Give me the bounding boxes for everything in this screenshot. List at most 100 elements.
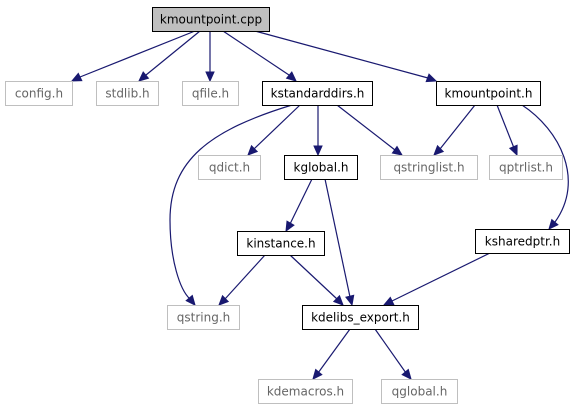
- arrowhead: [508, 144, 518, 157]
- node-box: [182, 81, 239, 106]
- edge-kmountpoint_h-to-qstringlist_h: [433, 104, 476, 156]
- arrowhead: [70, 72, 83, 82]
- edge-kdelibs_export_h-to-qglobal_h: [374, 328, 412, 380]
- node-qstringlist-h: qstringlist.h: [380, 155, 478, 180]
- node-box: [436, 81, 541, 106]
- arrowhead: [332, 294, 344, 306]
- arrowhead: [391, 145, 404, 156]
- node-box: [284, 155, 358, 180]
- edge-kmountpoint_cpp-to-kmountpoint_h: [254, 30, 438, 83]
- node-box: [198, 155, 261, 180]
- edge-line: [254, 30, 429, 79]
- arrowhead: [382, 296, 395, 306]
- node-qstring-h: qstring.h: [167, 305, 240, 330]
- arrowhead: [548, 218, 559, 230]
- edge-kinstance_h-to-qstring_h: [218, 254, 266, 306]
- node-box: [475, 229, 570, 254]
- arrowhead: [185, 294, 196, 306]
- node-label: qstringlist.h: [393, 161, 464, 175]
- edge-line: [289, 178, 313, 225]
- node-qptrlist-h: qptrlist.h: [489, 155, 563, 180]
- node-box: [262, 81, 373, 106]
- arrowhead: [425, 73, 438, 83]
- edge-kstandarddirs_h-to-qstringlist_h: [336, 104, 404, 156]
- node-stdlib-h: stdlib.h: [96, 81, 159, 106]
- node-label: qglobal.h: [392, 385, 448, 399]
- edge-kinstance_h-to-kdelibs_export_h: [289, 254, 344, 306]
- edge-line: [521, 104, 569, 223]
- node-label: qstring.h: [177, 311, 230, 325]
- edge-line: [324, 178, 351, 298]
- edge-line: [222, 30, 290, 76]
- edge-line: [374, 328, 407, 374]
- node-kinstance-h[interactable]: kinstance.h: [237, 231, 325, 256]
- node-label: qdict.h: [209, 161, 250, 175]
- node-label: kstandarddirs.h: [271, 87, 365, 101]
- node-box: [237, 231, 325, 256]
- edge-kmountpoint_cpp-to-config_h: [70, 30, 196, 82]
- arrowhead: [401, 368, 412, 380]
- node-label: qptrlist.h: [499, 161, 553, 175]
- node-box: [381, 379, 458, 404]
- arrowhead: [138, 71, 150, 82]
- node-label: ksharedptr.h: [485, 235, 560, 249]
- edge-line: [79, 30, 196, 78]
- node-label: kmountpoint.h: [445, 87, 533, 101]
- node-label: kinstance.h: [246, 237, 315, 251]
- arrowhead: [247, 144, 259, 156]
- node-kmountpoint-h[interactable]: kmountpoint.h: [436, 81, 541, 106]
- edge-line: [145, 30, 201, 76]
- arrowhead: [285, 220, 295, 233]
- edge-kstandarddirs_h-to-qdict_h: [247, 104, 301, 156]
- edge-kstandarddirs_h-to-qstring_h: [169, 104, 293, 306]
- edge-line: [289, 254, 338, 300]
- node-label: qfile.h: [192, 87, 229, 101]
- arrowhead: [285, 71, 297, 82]
- arrowhead: [218, 294, 230, 306]
- node-qdict-h: qdict.h: [198, 155, 261, 180]
- node-box: [5, 81, 73, 106]
- node-label: kdemacros.h: [267, 385, 344, 399]
- node-qglobal-h: qglobal.h: [381, 379, 458, 404]
- edge-line: [496, 104, 515, 149]
- node-box: [489, 155, 563, 180]
- node-label: kmountpoint.cpp: [160, 13, 262, 27]
- node-kglobal-h[interactable]: kglobal.h: [284, 155, 358, 180]
- arrowhead: [205, 71, 215, 83]
- node-label: stdlib.h: [105, 87, 149, 101]
- edge-ksharedptr_h-to-kdelibs_export_h: [382, 252, 491, 306]
- arrowhead: [312, 368, 323, 380]
- node-box: [380, 155, 478, 180]
- node-kstandarddirs-h[interactable]: kstandarddirs.h: [262, 81, 373, 106]
- node-label: kglobal.h: [294, 161, 349, 175]
- edge-kmountpoint_cpp-to-qfile_h: [205, 31, 215, 83]
- edge-line: [391, 252, 491, 302]
- edge-line: [439, 104, 476, 150]
- node-label: config.h: [15, 87, 63, 101]
- node-ksharedptr-h[interactable]: ksharedptr.h: [475, 229, 570, 254]
- edge-kstandarddirs_h-to-kglobal_h: [313, 105, 323, 157]
- node-kdemacros-h: kdemacros.h: [258, 379, 353, 404]
- node-box: [167, 305, 240, 330]
- edge-line: [169, 104, 293, 300]
- edge-kglobal_h-to-kinstance_h: [285, 178, 313, 233]
- edge-line: [224, 254, 266, 300]
- node-box: [152, 7, 270, 32]
- edge-line: [253, 104, 301, 150]
- edge-kdelibs_export_h-to-kdemacros_h: [312, 328, 351, 380]
- node-kdelibs-export-h[interactable]: kdelibs_export.h: [302, 305, 419, 330]
- arrowhead: [345, 294, 355, 307]
- node-box: [258, 379, 353, 404]
- edge-kmountpoint_h-to-ksharedptr_h: [521, 104, 569, 230]
- node-qfile-h: qfile.h: [182, 81, 239, 106]
- edge-kglobal_h-to-kdelibs_export_h: [324, 178, 355, 307]
- edge-kmountpoint_cpp-to-stdlib_h: [138, 30, 201, 82]
- node-kmountpoint-cpp[interactable]: kmountpoint.cpp: [152, 7, 270, 32]
- edge-kmountpoint_cpp-to-kstandarddirs_h: [222, 30, 297, 82]
- edge-line: [317, 328, 351, 374]
- arrowhead: [433, 144, 445, 156]
- edge-kmountpoint_h-to-qptrlist_h: [496, 104, 518, 157]
- node-label: kdelibs_export.h: [311, 311, 410, 325]
